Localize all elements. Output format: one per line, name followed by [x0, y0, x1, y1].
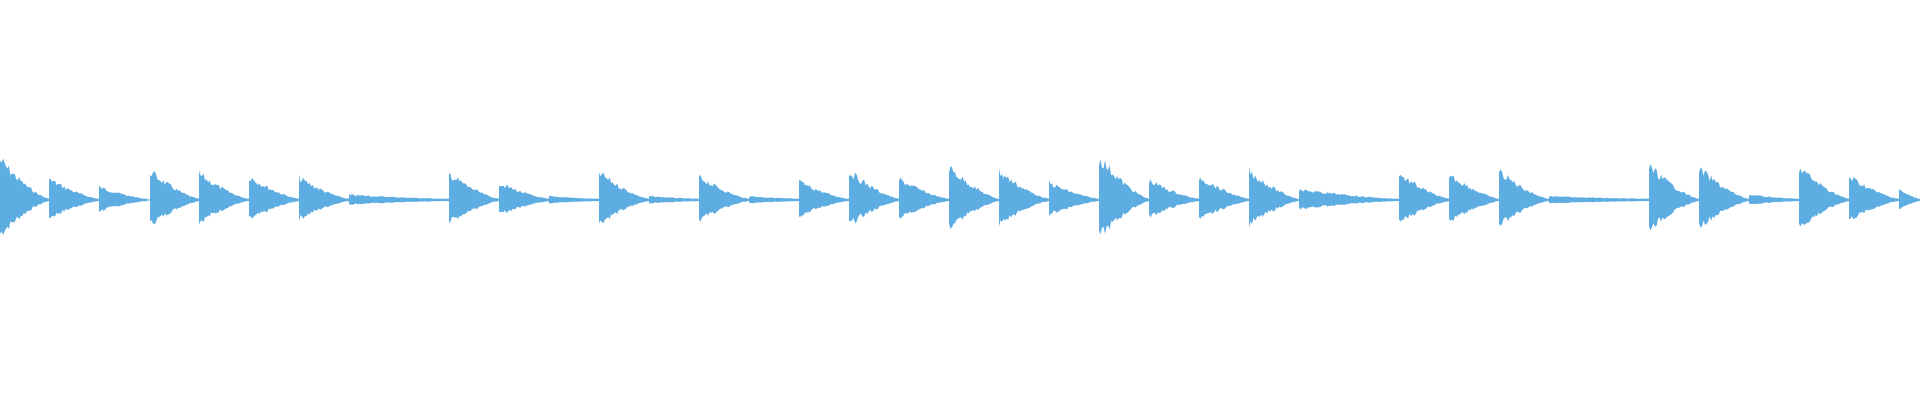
waveform-segment	[150, 171, 199, 225]
waveform-segment	[749, 196, 799, 204]
waveform-segment	[999, 168, 1049, 227]
waveform-segment	[1399, 174, 1449, 222]
waveform-segment	[699, 174, 749, 222]
waveform-segment	[1249, 167, 1299, 228]
waveform-segment	[1299, 188, 1399, 210]
waveform-segment	[649, 195, 699, 204]
waveform-segment	[1049, 180, 1099, 217]
waveform-segment	[99, 186, 147, 212]
waveform-segment	[1899, 189, 1920, 209]
waveform-segment	[1799, 168, 1849, 227]
waveform-segment	[799, 180, 849, 217]
waveform-segment	[549, 195, 599, 204]
waveform-segment	[299, 174, 349, 222]
waveform-segment	[1699, 167, 1749, 228]
waveform-segment	[249, 178, 299, 219]
waveform-segment	[1499, 169, 1549, 226]
waveform-segment	[1199, 177, 1249, 219]
waveform-segment	[49, 178, 99, 219]
waveform-segment	[1649, 163, 1699, 231]
waveform-segment	[1849, 177, 1899, 220]
waveform-segment	[899, 177, 949, 219]
waveform-segment	[1149, 179, 1199, 218]
waveform-segment	[1749, 194, 1799, 205]
waveform-segments	[0, 158, 1920, 235]
waveform-segment	[199, 171, 249, 225]
waveform-segment	[349, 194, 449, 205]
waveform-segment	[1549, 196, 1649, 204]
waveform-segment	[0, 158, 49, 235]
waveform-segment	[1099, 159, 1149, 235]
waveform-segment	[449, 173, 499, 223]
waveform-segment	[849, 172, 899, 224]
waveform-segment	[949, 165, 999, 229]
waveform-segment	[499, 184, 549, 214]
waveform-segment	[599, 172, 649, 224]
waveform-segment	[1449, 175, 1499, 221]
